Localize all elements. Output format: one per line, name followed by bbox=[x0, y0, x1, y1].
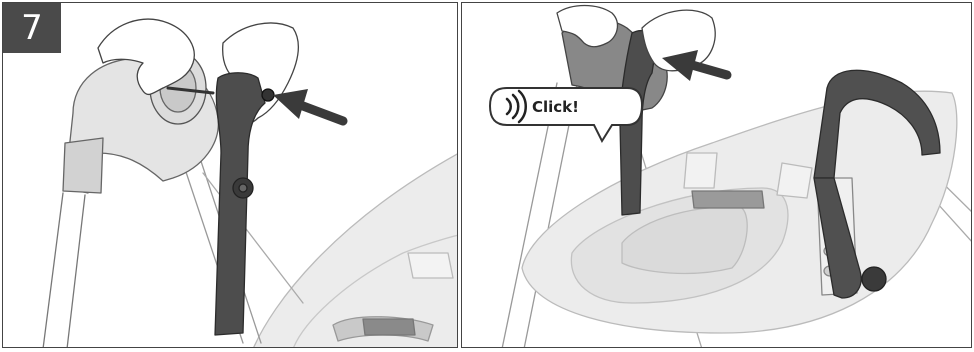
harness-buckle bbox=[691, 190, 765, 209]
step-number-badge: 7 bbox=[3, 3, 61, 53]
hinge-sleeve bbox=[62, 137, 104, 194]
push-arrow-right bbox=[662, 50, 732, 81]
push-arrow-left bbox=[273, 89, 348, 126]
carry-handle bbox=[813, 69, 941, 179]
frame-leg-left bbox=[501, 82, 578, 347]
harness-strap bbox=[407, 252, 454, 279]
click-label: Click! bbox=[532, 98, 579, 116]
dark-lever-bar bbox=[214, 72, 266, 336]
seat-cushion bbox=[293, 234, 457, 347]
seat-pillow bbox=[621, 206, 748, 275]
hand-left bbox=[97, 18, 195, 96]
harness-strap-right bbox=[776, 162, 813, 199]
sound-waves-icon bbox=[505, 89, 527, 124]
frame-tube-left bbox=[42, 192, 86, 347]
right-illustration: Click! bbox=[488, 4, 971, 347]
harness-strap-left bbox=[683, 152, 718, 189]
hand-left bbox=[556, 4, 619, 48]
buckle-center bbox=[362, 318, 416, 336]
click-callout: Click! bbox=[488, 87, 644, 144]
handle-arm bbox=[813, 177, 862, 299]
left-illustration bbox=[42, 18, 457, 347]
push-button bbox=[261, 88, 275, 102]
illustration-panel-left: 7 bbox=[2, 2, 458, 348]
seat-shell bbox=[253, 153, 457, 347]
illustration-panel-right: Click! bbox=[461, 2, 972, 348]
